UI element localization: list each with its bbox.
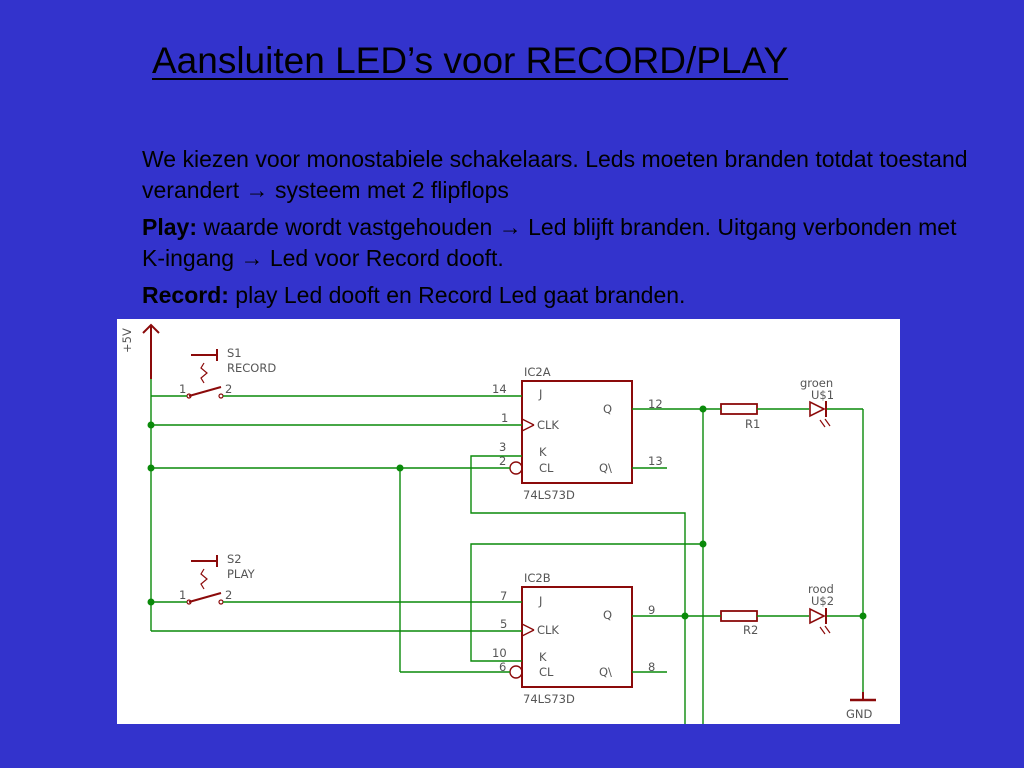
pin-label: CL: [539, 665, 554, 679]
pin-number: 13: [648, 454, 663, 468]
pin-number: 10: [492, 646, 507, 660]
pin-number: 1: [501, 411, 508, 425]
switch-ref: S2: [227, 552, 242, 566]
ic-part: 74LS73D: [523, 692, 575, 706]
switch-s2: S2 PLAY 1 2: [179, 552, 256, 605]
paragraph-play: Play: waarde wordt vastgehouden → Led bl…: [142, 212, 982, 274]
pin-label: Q\: [599, 665, 612, 679]
resistor-r2: R2: [720, 610, 758, 637]
pin-number: 3: [499, 440, 506, 454]
flipflop-ic2b: IC2B 74LS73D J CLK K CL Q Q\ 7 5 10 6 9 …: [492, 571, 655, 706]
pin-number: 9: [648, 603, 655, 617]
pin-number: 1: [179, 382, 186, 396]
switch-name: PLAY: [227, 567, 256, 581]
body-text: We kiezen voor monostabiele schakelaars.…: [142, 144, 982, 317]
pin-number: 2: [225, 588, 232, 602]
paragraph-text: We kiezen voor monostabiele schakelaars.…: [142, 146, 968, 203]
led-color: rood: [808, 582, 834, 596]
pin-number: 8: [648, 660, 655, 674]
pin-label: CLK: [537, 623, 559, 637]
ic-ref: IC2A: [524, 365, 551, 379]
junctions: [147, 405, 867, 620]
wires: [151, 395, 864, 724]
paragraph-lead: Record:: [142, 282, 229, 308]
switch-ref: S1: [227, 346, 242, 360]
paragraph-intro: We kiezen voor monostabiele schakelaars.…: [142, 144, 982, 206]
pin-number: 2: [225, 382, 232, 396]
ic-part: 74LS73D: [523, 488, 575, 502]
resistor-ref: R2: [743, 623, 758, 637]
ground-label: GND: [846, 707, 873, 721]
flipflop-ic2a: IC2A 74LS73D J CLK K CL Q Q\ 14 1 3 2 12…: [492, 365, 663, 502]
paragraph-text: waarde wordt vastgehouden → Led blijft b…: [142, 214, 957, 271]
pin-label: J: [538, 594, 542, 608]
pin-number: 14: [492, 382, 507, 396]
pin-label: CLK: [537, 418, 559, 432]
ground-symbol: GND: [846, 692, 876, 721]
paragraph-record: Record: play Led dooft en Record Led gaa…: [142, 280, 982, 311]
led-u2-rood: rood U$2: [808, 582, 834, 635]
pin-label: K: [539, 445, 547, 459]
pin-label: CL: [539, 461, 554, 475]
supply-rail: +5V: [120, 323, 160, 631]
pin-label: Q: [603, 608, 612, 622]
pin-number: 7: [500, 589, 507, 603]
switch-s1: S1 RECORD 1 2: [179, 346, 276, 399]
paragraph-lead: Play:: [142, 214, 197, 240]
pin-number: 5: [500, 617, 507, 631]
pin-number: 6: [499, 660, 506, 674]
supply-label: +5V: [120, 328, 134, 353]
led-color: groen: [800, 376, 833, 390]
pin-number: 12: [648, 397, 663, 411]
circuit-schematic: +5V S1 RECORD 1 2 S2 PLAY 1 2 IC2A 74LS7…: [117, 319, 900, 724]
resistor-ref: R1: [745, 417, 760, 431]
led-ref: U$2: [811, 594, 834, 608]
pin-number: 1: [179, 588, 186, 602]
pin-label: K: [539, 650, 547, 664]
pin-label: Q: [603, 402, 612, 416]
resistor-r1: R1: [720, 403, 760, 431]
pin-label: J: [538, 387, 542, 401]
pin-label: Q\: [599, 461, 612, 475]
led-ref: U$1: [811, 388, 834, 402]
ic-ref: IC2B: [524, 571, 551, 585]
pin-number: 2: [499, 454, 506, 468]
switch-name: RECORD: [227, 361, 276, 375]
paragraph-text: play Led dooft en Record Led gaat brande…: [228, 282, 686, 308]
led-u1-groen: groen U$1: [800, 376, 834, 428]
slide-title: Aansluiten LED’s voor RECORD/PLAY: [152, 40, 789, 81]
